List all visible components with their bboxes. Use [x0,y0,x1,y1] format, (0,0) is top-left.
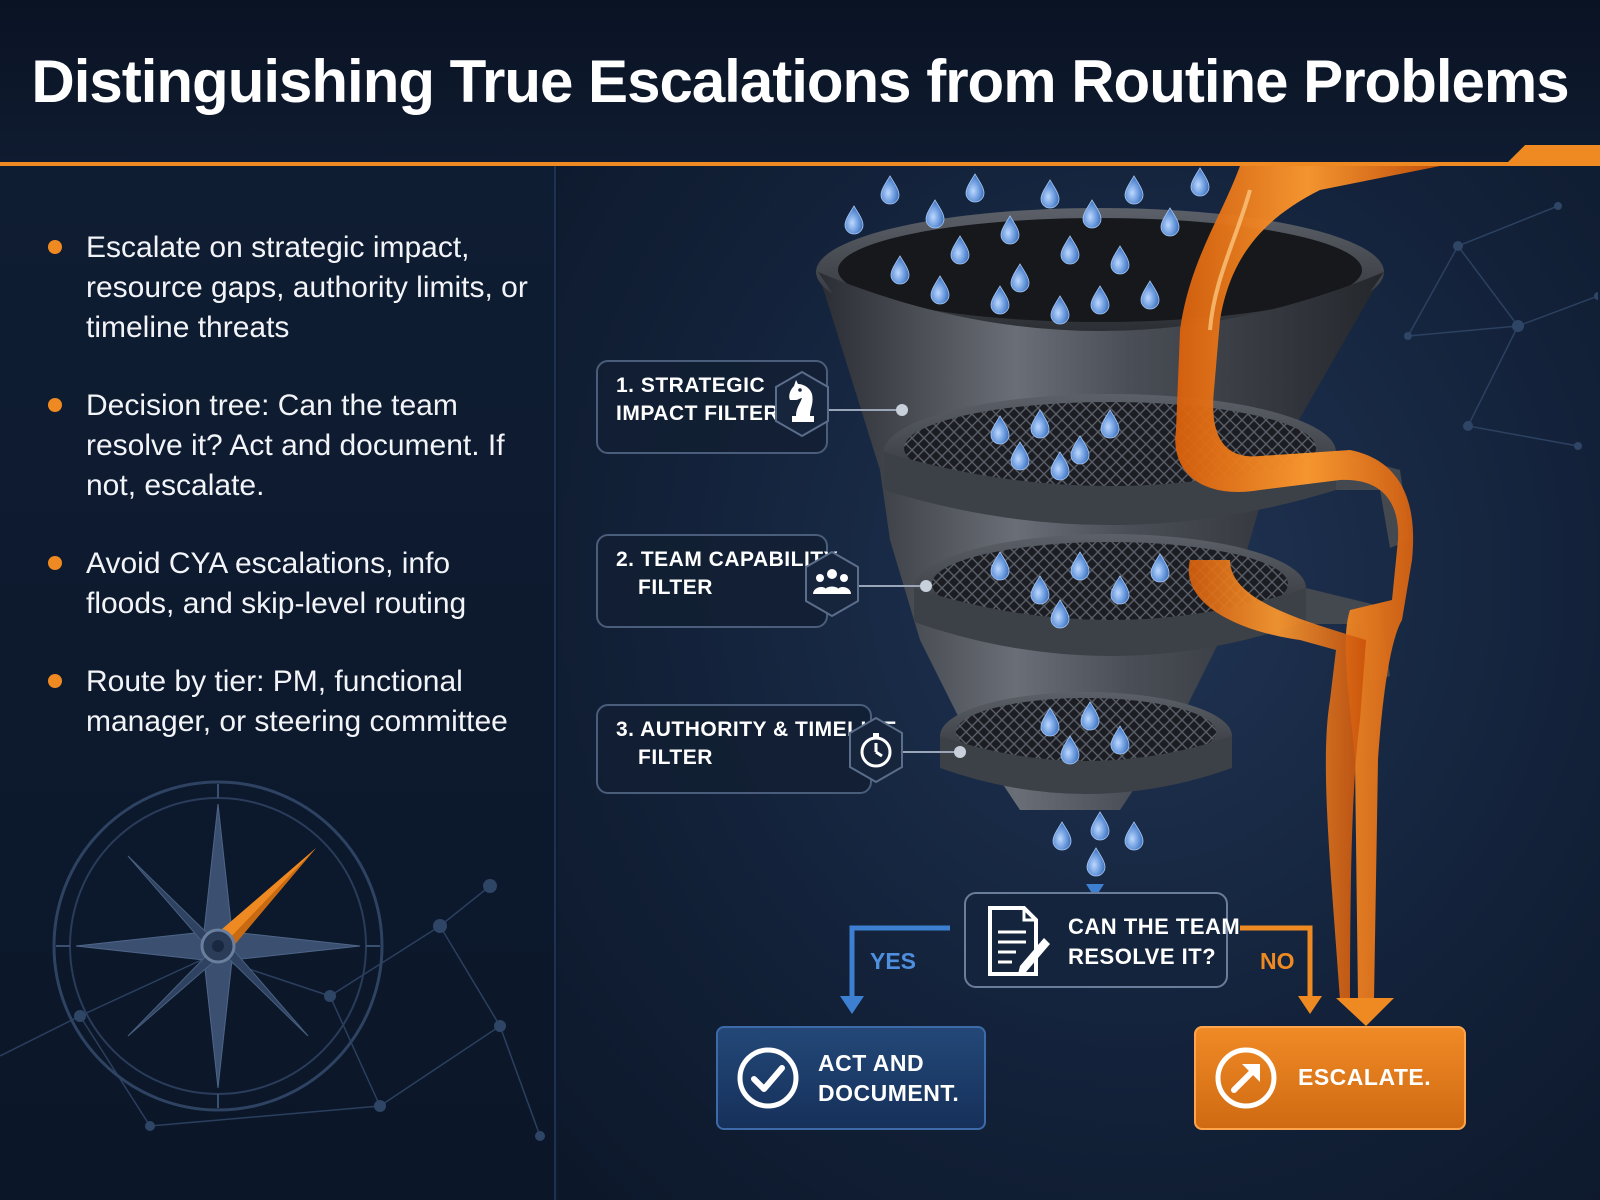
bullet-dot-icon [48,674,62,688]
page-title: Distinguishing True Escalations from Rou… [31,48,1569,115]
funnel-graphic [816,166,1440,1026]
arrow-up-right-icon [1215,1047,1277,1109]
bullet-item: Route by tier: PM, functional manager, o… [44,662,544,742]
checkmark-icon [737,1047,799,1109]
bullet-list: Escalate on strategic impact, resource g… [44,228,544,780]
header-accent-tab [1504,145,1600,166]
bullet-dot-icon [48,240,62,254]
chess-knight-icon [775,370,829,438]
decision-text: RESOLVE IT? [1068,944,1217,969]
compass-icon [52,780,384,1112]
left-panel: Escalate on strategic impact, resource g… [0,166,556,1200]
filter-label-line: 3. AUTHORITY & TIMELINE [616,718,898,741]
network-decoration [1404,202,1598,450]
bullet-item: Avoid CYA escalations, info floods, and … [44,544,544,624]
document-pen-icon [988,906,1050,976]
header-divider [0,162,1600,166]
act-text: DOCUMENT. [818,1080,960,1106]
decision-text: CAN THE TEAM [1068,914,1241,939]
filter-label-line: 1. STRATEGIC [616,374,766,397]
bullet-item: Escalate on strategic impact, resource g… [44,228,544,348]
yes-label: YES [870,948,917,974]
filter-label-team [596,534,828,628]
bullet-dot-icon [48,398,62,412]
act-and-document-box [716,1026,986,1130]
act-text: ACT AND [818,1050,925,1076]
no-label: NO [1260,948,1295,974]
filter-label-line: FILTER [638,576,713,599]
network-decoration [0,879,545,1141]
clock-icon [849,716,903,784]
header: Distinguishing True Escalations from Rou… [0,0,1600,163]
bullet-dot-icon [48,556,62,570]
filter-label-authority [596,704,872,794]
filter-label-line: IMPACT FILTER [616,402,780,425]
team-icon [805,550,859,618]
filter-label-line: FILTER [638,746,713,769]
filter-label-line: 2. TEAM CAPABILITY [616,548,839,571]
escalate-text: ESCALATE. [1298,1064,1432,1090]
escalate-box [1194,1026,1466,1130]
bullet-item: Decision tree: Can the team resolve it? … [44,386,544,506]
